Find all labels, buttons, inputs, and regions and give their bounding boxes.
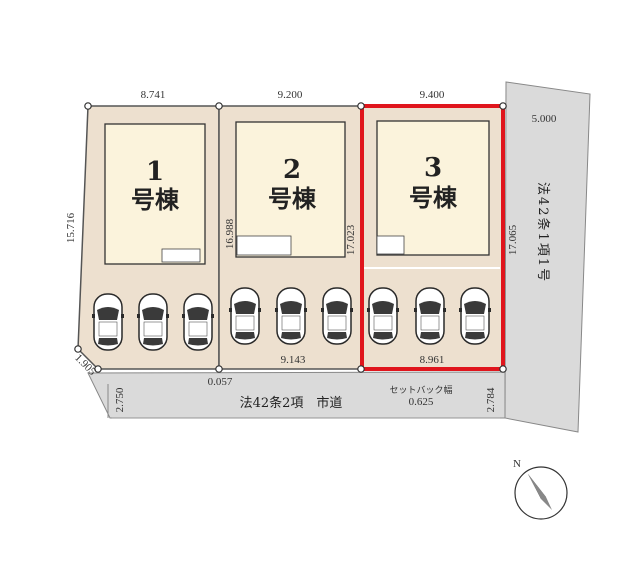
dim-top-lot2: 9.200 bbox=[278, 89, 303, 101]
dim-setback-width: 0.625 bbox=[409, 396, 434, 408]
dim-front-lot3: 8.961 bbox=[420, 354, 445, 366]
lot-2-number: 2 bbox=[283, 155, 301, 185]
car-icon bbox=[366, 287, 400, 345]
dim-road-right: 2.784 bbox=[485, 387, 497, 412]
south-road-label: 法42条2項 市道 bbox=[240, 395, 343, 411]
car-icon bbox=[91, 293, 125, 351]
dim-top-right: 5.000 bbox=[532, 113, 557, 125]
house-1 bbox=[104, 123, 206, 265]
dim-left-side: 15.716 bbox=[65, 212, 77, 243]
house-3 bbox=[376, 120, 490, 256]
lot-3-number: 3 bbox=[424, 153, 442, 183]
dim-setback-left: 0.057 bbox=[208, 376, 233, 388]
corner-nodes bbox=[74, 102, 507, 373]
car-icon bbox=[413, 287, 447, 345]
lot-3-highlight bbox=[360, 104, 505, 371]
dim-lot3-right: 17.065 bbox=[507, 224, 519, 255]
car-icon bbox=[136, 293, 170, 351]
car-icon bbox=[274, 287, 308, 345]
car-icon bbox=[320, 287, 354, 345]
north-arrow-icon: N bbox=[513, 458, 568, 520]
east-road-label: 法42条1項1号 bbox=[535, 182, 551, 283]
lot-3-label: 号棟 bbox=[409, 183, 458, 212]
car-icon bbox=[181, 293, 215, 351]
car-icon bbox=[458, 287, 492, 345]
dim-lot2-left: 16.988 bbox=[224, 218, 236, 249]
lot-1-label: 号棟 bbox=[131, 185, 180, 214]
setback-label: セットバック幅 bbox=[389, 384, 452, 396]
car-icon bbox=[228, 287, 262, 345]
house-2 bbox=[235, 121, 346, 258]
lot-2-label: 号棟 bbox=[268, 184, 317, 213]
dim-road-left: 2.750 bbox=[114, 387, 126, 412]
east-road bbox=[504, 81, 591, 433]
lot-1-number: 1 bbox=[146, 157, 164, 187]
dim-front-lot2: 9.143 bbox=[281, 354, 306, 366]
svg-text:N: N bbox=[513, 458, 521, 470]
dim-top-lot3: 9.400 bbox=[420, 89, 445, 101]
dim-lot2-right: 17.023 bbox=[345, 224, 357, 255]
dim-top-lot1: 8.741 bbox=[141, 89, 166, 101]
